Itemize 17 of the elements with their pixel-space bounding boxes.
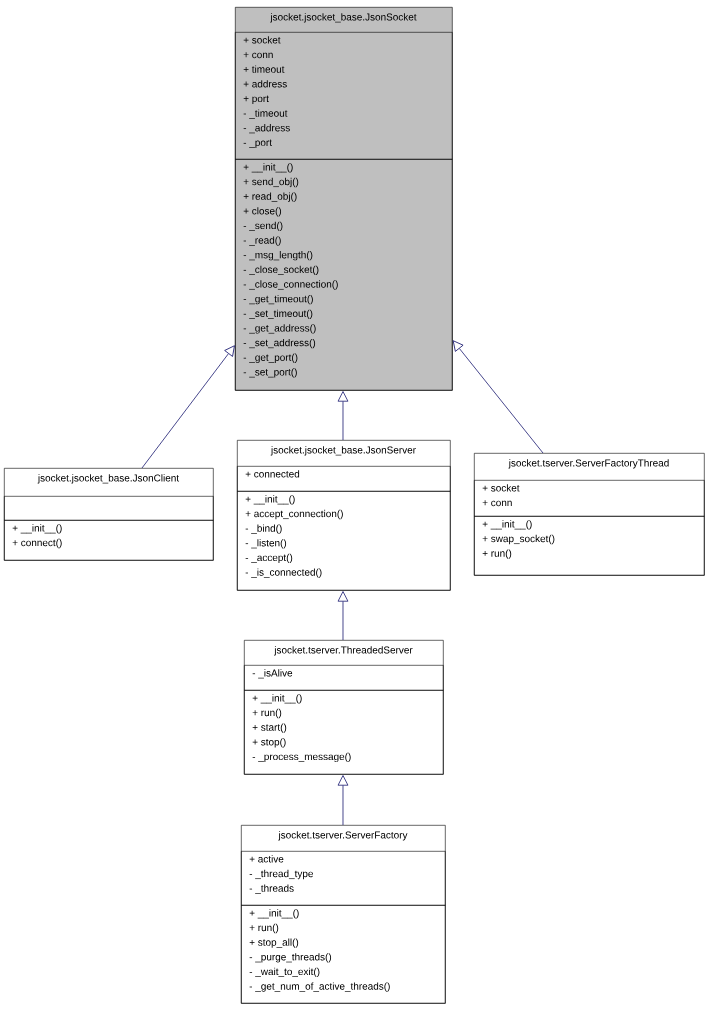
member-list: + socket + conn (474, 480, 705, 517)
member-list: + socket + conn + timeout + address + port - _timeout - _address - _port (235, 32, 453, 160)
member-list: - _isAlive (244, 665, 444, 691)
member-list: + __init__() + run() + stop_all() - _purge_threads() - _wait_to_exit() - _get_num_of_active_threads() (241, 905, 446, 1004)
member-list: + active - _thread_type - _threads (241, 851, 446, 906)
member-list: + __init__() + send_obj() + read_obj() + close() - _send() - _read() - _msg_length() - _close_socket() - _close_connection() - _get_timeout() - _set_timeout() - _get_address() - _set_address() - _get_port() - _set_port() (235, 159, 453, 391)
member-list: + __init__() + run() + start() + stop() - _process_message() (244, 690, 444, 775)
inheritance-arrow (337, 591, 349, 641)
member-list: + connected (237, 466, 451, 492)
member-list: + __init__() + swap_socket() + run() (474, 516, 705, 576)
member-list: + __init__() + accept_connection() - _bind() - _listen() - _accept() - _is_connected() (237, 491, 451, 591)
empty-compartment (4, 496, 214, 521)
member-list: + __init__() + connect() (4, 520, 214, 561)
inheritance-arrow (141, 345, 235, 469)
inheritance-arrow (452, 340, 544, 454)
inheritance-arrow (337, 391, 349, 441)
inheritance-arrow (337, 775, 349, 826)
